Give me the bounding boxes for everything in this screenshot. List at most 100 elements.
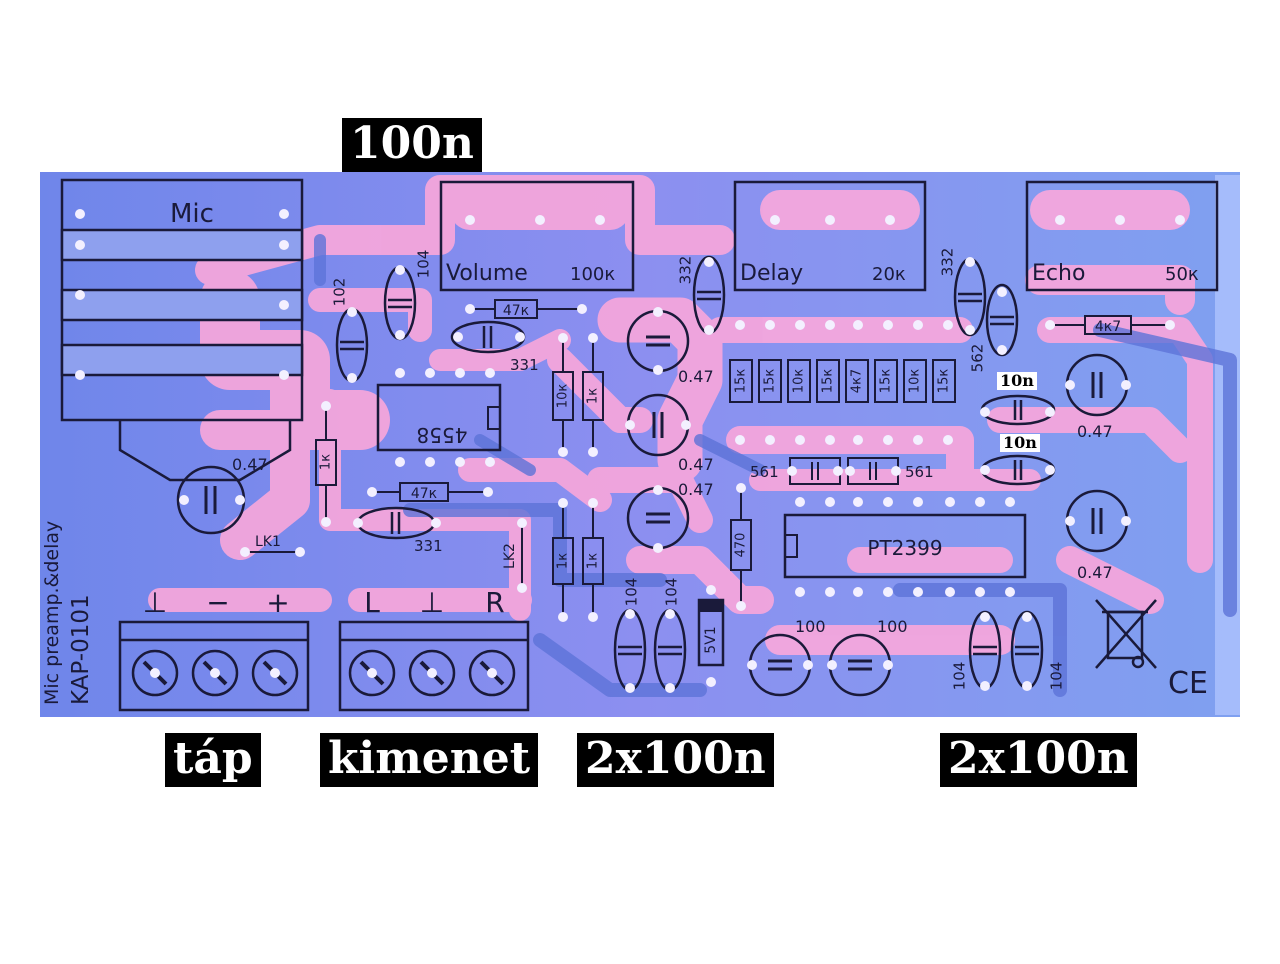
c561-b-label: 561 [905, 463, 934, 481]
c331-bot-label: 331 [414, 537, 443, 555]
output-terminal-l: L [364, 586, 380, 619]
mic-label: Mic [170, 199, 214, 229]
solder-pad [453, 332, 463, 342]
solder-pad [558, 447, 568, 457]
solder-pad [945, 497, 955, 507]
solder-pad [704, 257, 714, 267]
solder-pad [883, 587, 893, 597]
bank-r6: 15к [879, 369, 894, 394]
solder-pad [483, 487, 493, 497]
solder-pad [795, 435, 805, 445]
resistor-bank-labels: 15к 15к 10к 15к 4к7 15к 10к 15к [734, 369, 952, 394]
r47k-bot-label: 47к [411, 486, 437, 502]
solder-pad [825, 215, 835, 225]
solder-pad [75, 370, 85, 380]
solder-pad [455, 368, 465, 378]
solder-pad [558, 498, 568, 508]
solder-pad [883, 497, 893, 507]
solder-pad [765, 320, 775, 330]
solder-pad [853, 587, 863, 597]
solder-pad [235, 495, 245, 505]
solder-pad [1121, 380, 1131, 390]
solder-pad [485, 457, 495, 467]
output-annotation: kimenet [320, 733, 539, 787]
c104-bl1-label: 104 [623, 578, 641, 607]
solder-pad [487, 668, 497, 678]
solder-pad [75, 290, 85, 300]
solder-pad [980, 407, 990, 417]
volume-pot-value: 100к [570, 264, 615, 285]
solder-pad [883, 435, 893, 445]
solder-pad [515, 332, 525, 342]
solder-pad [431, 518, 441, 528]
r10k-label: 10к [556, 384, 571, 409]
solder-pad [975, 497, 985, 507]
copper-traces [148, 175, 1213, 655]
resistor-bank-outlines [729, 359, 956, 403]
solder-pad [765, 435, 775, 445]
solder-pad [825, 320, 835, 330]
delay-pot-name: Delay [740, 261, 803, 286]
solder-pad [913, 587, 923, 597]
r47k-top-label: 47к [503, 303, 529, 319]
bank-r7: 10к [908, 369, 923, 394]
solder-pad [883, 320, 893, 330]
output-terminal-r: R [485, 586, 504, 619]
solder-pad [353, 518, 363, 528]
solder-pad [965, 257, 975, 267]
solder-pad [395, 330, 405, 340]
e100-b-label: 100 [877, 617, 908, 636]
c104-bl2-label: 104 [663, 578, 681, 607]
solder-pad [425, 368, 435, 378]
solder-pad [1022, 681, 1032, 691]
solder-pad [833, 466, 843, 476]
e047-mid3-label: 0.47 [678, 480, 714, 499]
solder-pad [747, 660, 757, 670]
solder-pad [395, 457, 405, 467]
e047-mid2-label: 0.47 [678, 455, 714, 474]
solder-pad [279, 370, 289, 380]
solder-pad [558, 612, 568, 622]
solder-pad [827, 660, 837, 670]
power-terminal-minus: − [206, 586, 229, 619]
solder-pad [913, 320, 923, 330]
solder-pad [588, 498, 598, 508]
c332-a-label: 332 [677, 256, 695, 285]
solder-pad [588, 333, 598, 343]
solder-pad [1005, 587, 1015, 597]
solder-pad [913, 435, 923, 445]
solder-pad [1165, 320, 1175, 330]
solder-pad [210, 668, 220, 678]
lk1-label: LK1 [255, 534, 281, 550]
power-annotation: táp [165, 733, 261, 787]
solder-pad [279, 209, 289, 219]
solder-pad [179, 495, 189, 505]
volume-pot-name: Volume [446, 261, 528, 286]
solder-pad [1005, 497, 1015, 507]
solder-pad [736, 601, 746, 611]
solder-pad [425, 457, 435, 467]
zener-band [699, 600, 723, 612]
solder-pad [1022, 612, 1032, 622]
bottom-right-annotation: 2x100n [940, 733, 1137, 787]
r4k7-right-label: 4к7 [1095, 319, 1121, 335]
solder-pad [558, 333, 568, 343]
lk2-label: LK2 [502, 543, 518, 569]
solder-pad [975, 587, 985, 597]
vertical-resistors [315, 340, 752, 615]
solder-pad [787, 466, 797, 476]
solder-pad [535, 215, 545, 225]
solder-pad [653, 365, 663, 375]
solder-pad [795, 497, 805, 507]
solder-pad [980, 681, 990, 691]
solder-pad [891, 466, 901, 476]
r1k-c-label: 1к [586, 553, 601, 569]
solder-pad [706, 585, 716, 595]
solder-pad [770, 215, 780, 225]
solder-pad [980, 612, 990, 622]
board-title-line1: Mic preamp.&delay [41, 521, 63, 705]
solder-pad [803, 660, 813, 670]
solder-pad [455, 457, 465, 467]
solder-pad [681, 420, 691, 430]
